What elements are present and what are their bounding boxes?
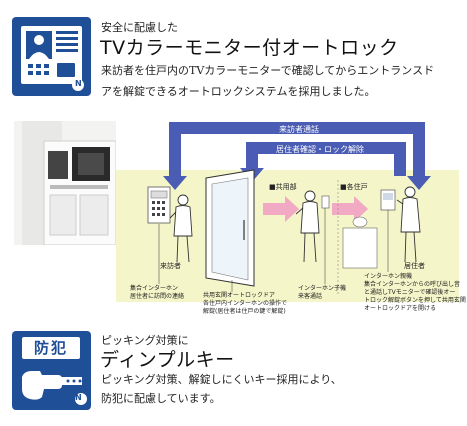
section1-description-line1: 来訪者を住戸内のTVカラーモニターで確認してからエントランスド [101,64,435,77]
visitor-label: 来訪者 [160,262,181,270]
resident-unlock-arrow [246,142,406,176]
caption-line: 集合インターホン [130,285,179,292]
section1-tagline: 安全に配慮した [101,21,178,34]
visitor-call-label: 来訪者通話 [279,125,319,134]
security-label: 防犯 [33,339,68,357]
intercom-sub-unit [321,195,330,209]
intercom-feature-icon: N [12,17,91,96]
security-label-box: 防犯 [22,337,80,359]
diagram-background [116,170,459,302]
cabinet [342,227,378,269]
caption-door: 共用玄関オートロックドア 各住戸内インターホンの操作で 解錠(居住者は住戸の鍵で… [203,292,287,316]
resident-figure [396,186,421,263]
caption-line: と通話しTVモニターで確認後オー [364,289,456,296]
section2-title: ディンプルキー [100,349,235,371]
section2-tagline: ピッキング対策に [101,334,189,347]
visitor-call-arrowhead [163,176,187,190]
resident-label: 居住者 [404,262,425,270]
section-private-label: ■各住戸 [340,183,368,191]
new-badge: N [75,393,82,402]
caption-line: 解錠(居住者は住戸の鍵で解錠) [203,308,286,315]
section2-description-line2: 防犯に配慮しています。 [101,392,221,405]
section2-description-line1: ピッキング対策、解錠しにくいキー採用により、 [101,373,342,386]
section-common-label: ■共用部 [269,183,297,191]
auto-lock-door [205,169,255,287]
caption-sub-intercom: インターホン子機 来客通話 [298,285,346,301]
section1-title: TVカラーモニター付オートロック [100,37,399,59]
caption-line: 来客通話 [298,293,323,300]
dimple-key-icon [22,371,87,405]
flow-arrow-pink-2 [332,196,368,222]
security-feature-icon: 防犯 N [12,331,91,410]
flow-arrow-pink-1 [263,196,299,222]
new-badge: N [75,79,82,88]
section1-description-line2: アを解錠できるオートロックシステムを採用しました。 [101,85,376,98]
intercom-panel-icon [21,26,84,91]
caption-line: インターホン子機 [298,285,347,292]
caption-line: 共用玄関オートロックドア [203,292,276,299]
caption-line: 集合インターホンからの呼び出し音 [364,281,461,288]
resident-unlock-label: 居住者確認・ロック解除 [276,145,364,154]
caption-entrance-panel: 集合インターホン 居住者に訪問の連絡 [130,285,184,301]
caption-line: 各住戸内インターホンの操作で [203,300,288,307]
caption-line: オートロックドアを開ける [364,305,437,312]
visitor-figure [169,194,193,263]
caption-line: トロック解錠ボタンを押して共用玄関 [364,297,466,304]
caption-line: インターホン親機 [364,273,413,280]
visitor-call-arrow [169,122,425,176]
caption-master-intercom: インターホン親機 集合インターホンからの呼び出し音 と通話しTVモニターで確認後… [364,273,466,313]
visitor-at-door-figure [295,190,320,263]
caption-line: 居住者に訪問の連絡 [130,293,185,300]
intercom-unit-photo [14,121,117,246]
